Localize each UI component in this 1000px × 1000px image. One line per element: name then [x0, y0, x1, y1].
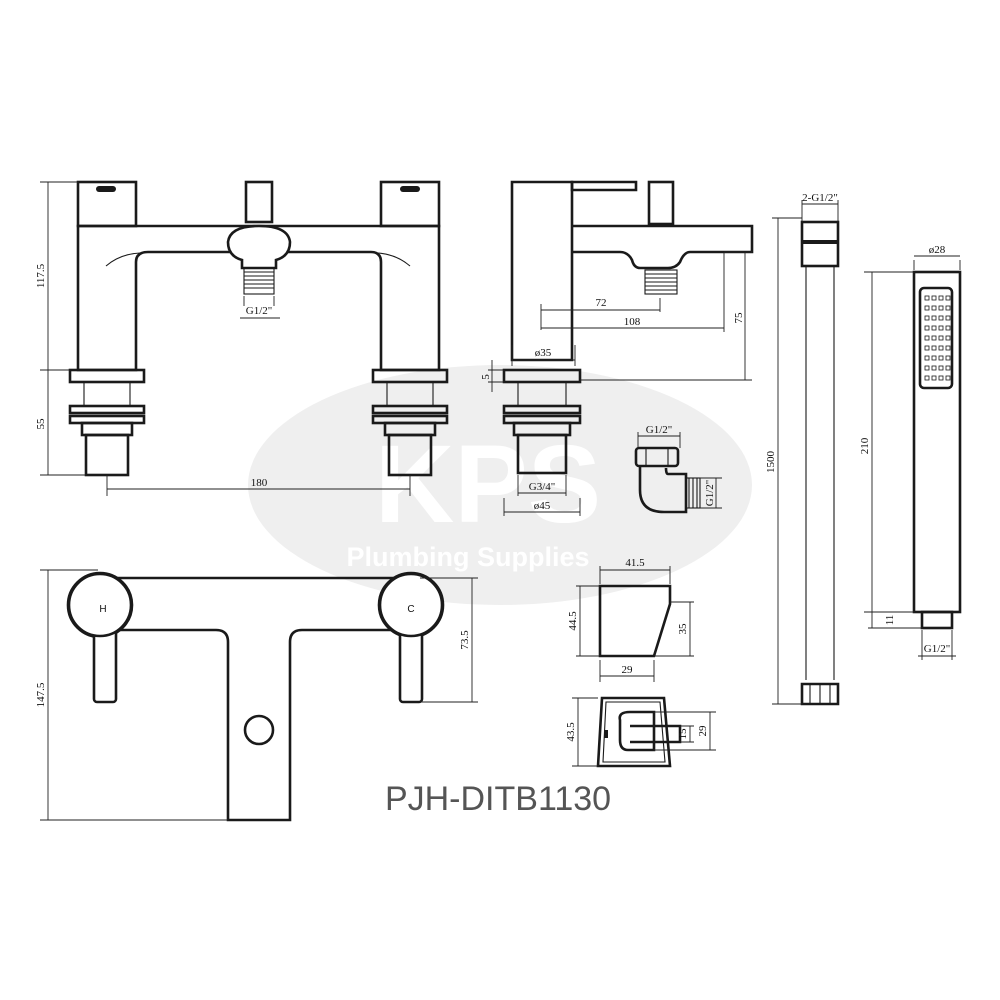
nozzle — [931, 295, 937, 301]
side-diverter — [647, 180, 675, 226]
dim-dia-35: ø35 — [535, 347, 552, 359]
dim-holder-left: 44.5 — [567, 611, 579, 631]
hot-label: H — [99, 604, 106, 615]
diverter-knob — [243, 714, 275, 746]
nozzle — [938, 375, 944, 381]
nozzle — [931, 335, 937, 341]
dim-elbow-side-thread: G1/2" — [704, 480, 716, 507]
handset-nozzles — [924, 295, 951, 381]
nozzle — [931, 355, 937, 361]
cold-handle — [378, 572, 444, 638]
top-view: H C 147.5 73.5 — [35, 569, 478, 822]
side-body — [510, 180, 574, 362]
dim-handle-depth: 73.5 — [459, 630, 471, 650]
dim-holder-top: 41.5 — [625, 557, 645, 569]
dim-hose-thread: 2-G1/2" — [802, 192, 838, 204]
dim-handset-thread: G1/2" — [924, 643, 951, 655]
nozzle — [938, 315, 944, 321]
holder-side-view: 41.5 44.5 35 29 — [567, 557, 694, 682]
watermark-tagline: Plumbing Supplies — [346, 542, 589, 572]
nozzle — [931, 375, 937, 381]
nozzle — [945, 345, 951, 351]
dim-holder-outer: 29 — [697, 725, 709, 737]
right-handle-slot — [400, 186, 420, 192]
nozzle — [924, 375, 930, 381]
nozzle — [938, 365, 944, 371]
watermark-logo: KPS — [375, 423, 601, 546]
dim-height-upper: 117.5 — [35, 263, 47, 288]
dim-height-lower: 55 — [35, 418, 47, 430]
nozzle — [945, 325, 951, 331]
diverter-button — [244, 180, 274, 224]
dim-centers: 180 — [251, 477, 268, 489]
dim-elbow-top-thread: G1/2" — [646, 424, 673, 436]
nozzle — [924, 335, 930, 341]
nozzle — [945, 295, 951, 301]
watermark-ellipse — [248, 365, 752, 605]
dim-reach-72: 72 — [596, 297, 607, 309]
nozzle — [945, 355, 951, 361]
nozzle — [945, 305, 951, 311]
hot-handle — [67, 572, 133, 638]
dim-dia-45: ø45 — [534, 500, 551, 512]
dim-handset-neck: 11 — [884, 615, 896, 626]
dim-holder-right: 35 — [677, 623, 689, 635]
dim-reach-108: 108 — [624, 316, 641, 328]
side-lever — [570, 180, 638, 192]
side-spout — [572, 224, 754, 270]
nozzle — [938, 325, 944, 331]
cold-label: C — [407, 604, 414, 615]
front-view: G1/2" 117.5 55 180 — [35, 180, 449, 496]
bridge-body — [76, 224, 441, 372]
nozzle — [938, 335, 944, 341]
nozzle — [938, 345, 944, 351]
side-outlet-thread — [644, 269, 678, 295]
nozzle — [945, 335, 951, 341]
nozzle — [931, 365, 937, 371]
nozzle — [924, 345, 930, 351]
nozzle — [938, 355, 944, 361]
dim-height-75: 75 — [733, 312, 745, 324]
dim-handset-diameter: ø28 — [929, 244, 946, 256]
nozzle — [945, 375, 951, 381]
holder-front-view: 43.5 15 29 — [565, 696, 716, 768]
shower-handset: ø28 210 11 G1/2" — [859, 244, 962, 660]
dim-holder-inner: 15 — [677, 728, 689, 740]
dim-hose-length: 1500 — [765, 451, 777, 474]
left-handle-slot — [96, 186, 116, 192]
nozzle — [931, 315, 937, 321]
dim-deck-5: 5 — [480, 374, 492, 380]
dim-holder-bottom: 29 — [622, 664, 634, 676]
elbow-fitting: G1/2" G1/2" — [634, 424, 722, 514]
dim-inlet-thread: G3/4" — [529, 481, 556, 493]
nozzle — [945, 315, 951, 321]
nozzle — [938, 305, 944, 311]
dim-holder-height: 43.5 — [565, 722, 577, 742]
dim-top-depth: 147.5 — [35, 682, 47, 707]
top-view-body — [98, 576, 422, 822]
nozzle — [931, 345, 937, 351]
nozzle — [931, 325, 937, 331]
product-code: PJH-DITB1130 — [385, 780, 611, 818]
nozzle — [924, 315, 930, 321]
nozzle — [924, 365, 930, 371]
nozzle — [931, 305, 937, 311]
outlet-thread — [243, 267, 275, 295]
nozzle — [938, 295, 944, 301]
side-view: 72 108 75 ø35 5 G3/4" ø45 — [480, 180, 754, 516]
nozzle — [924, 355, 930, 361]
nozzle — [945, 365, 951, 371]
nozzle — [924, 305, 930, 311]
shower-hose: 2-G1/2" 1500 — [765, 192, 840, 706]
nozzle — [924, 325, 930, 331]
elbow-side-thread — [685, 477, 701, 509]
diverter-body — [226, 224, 292, 270]
nozzle — [924, 295, 930, 301]
dim-handset-length: 210 — [859, 437, 871, 454]
watermark: KPS Plumbing Supplies — [248, 365, 752, 605]
dim-outlet-thread: G1/2" — [246, 305, 273, 317]
